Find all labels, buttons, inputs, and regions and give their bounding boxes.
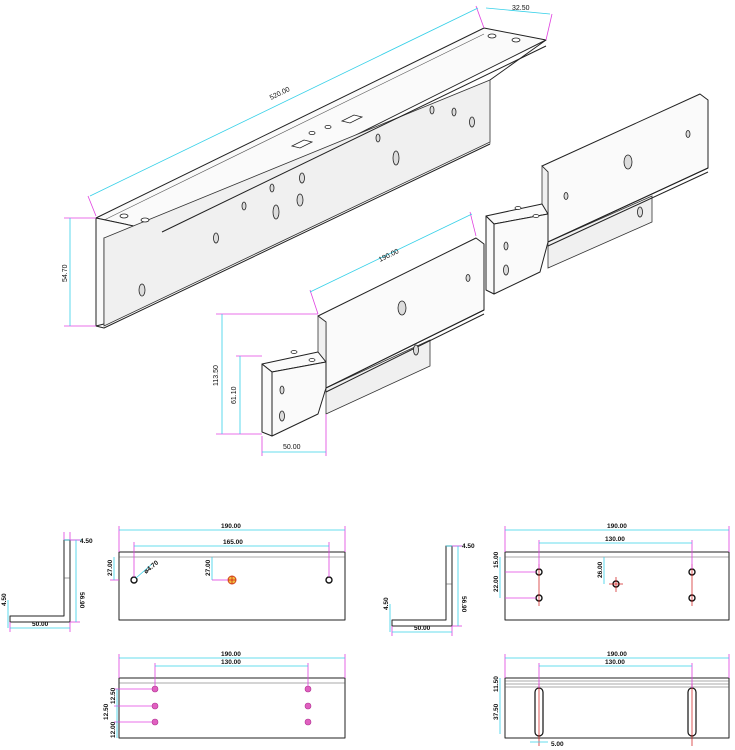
dim-short-height: 113.50 bbox=[213, 365, 220, 386]
rp-base-thick: 4.50 bbox=[383, 597, 390, 610]
lp-height: 56.90 bbox=[78, 592, 85, 609]
dim-long-length: 520.00 bbox=[269, 86, 291, 102]
br-v1: 11.50 bbox=[493, 676, 500, 692]
fr-v2: 22.00 bbox=[493, 575, 500, 592]
fr-length: 190.00 bbox=[607, 523, 627, 530]
long-bracket-iso bbox=[95, 27, 547, 329]
view-front-left: 190.00 165.00 27.00 27.00 ø4.70 bbox=[107, 523, 346, 621]
view-front-right: 190.00 130.00 15.00 22.00 26.00 bbox=[493, 523, 730, 621]
bl-v1: 12.50 bbox=[110, 687, 117, 704]
view-right-profile: 4.50 56.90 4.50 50.00 bbox=[383, 543, 475, 636]
view-bottom-left: 190.00 130.00 12.50 12.50 12.00 bbox=[103, 651, 346, 739]
fr-v1: 15.00 bbox=[493, 551, 500, 568]
fl-span: 165.00 bbox=[223, 539, 243, 546]
dim-long-height: 54.70 bbox=[62, 264, 69, 282]
dim-long-width: 32.50 bbox=[512, 5, 530, 12]
fl-v1: 27.00 bbox=[107, 559, 114, 576]
lp-thick: 4.50 bbox=[80, 538, 93, 545]
lp-base-thick: 4.50 bbox=[1, 593, 8, 606]
fr-span: 130.00 bbox=[605, 536, 625, 543]
bl-v2: 12.50 bbox=[103, 703, 110, 720]
rp-height: 56.90 bbox=[460, 596, 467, 613]
fr-v3: 26.00 bbox=[597, 561, 604, 578]
rp-thick: 4.50 bbox=[462, 543, 475, 550]
br-span: 130.00 bbox=[605, 659, 625, 666]
short-bracket-iso-right bbox=[485, 93, 709, 295]
bl-length: 190.00 bbox=[221, 651, 241, 658]
dim-short-mid: 61.10 bbox=[231, 386, 238, 404]
fl-length: 190.00 bbox=[221, 523, 241, 530]
view-bottom-right: 190.00 130.00 11.50 37.50 5.00 bbox=[493, 651, 730, 748]
rp-base: 50.00 bbox=[414, 625, 431, 632]
bl-v3: 12.00 bbox=[110, 721, 117, 738]
br-v2: 37.50 bbox=[493, 703, 500, 720]
br-length: 190.00 bbox=[607, 651, 627, 658]
dim-short-base: 50.00 bbox=[283, 444, 301, 451]
fl-dia: ø4.70 bbox=[143, 559, 161, 575]
short-bracket-iso bbox=[261, 237, 485, 437]
br-slot: 5.00 bbox=[551, 741, 564, 748]
dim-short-length: 190.00 bbox=[378, 248, 400, 264]
lp-base: 50.00 bbox=[32, 621, 49, 628]
bl-span: 130.00 bbox=[221, 659, 241, 666]
fl-v2: 27.00 bbox=[205, 559, 212, 576]
view-left-profile: 4.50 56.90 4.50 50.00 bbox=[1, 532, 93, 632]
